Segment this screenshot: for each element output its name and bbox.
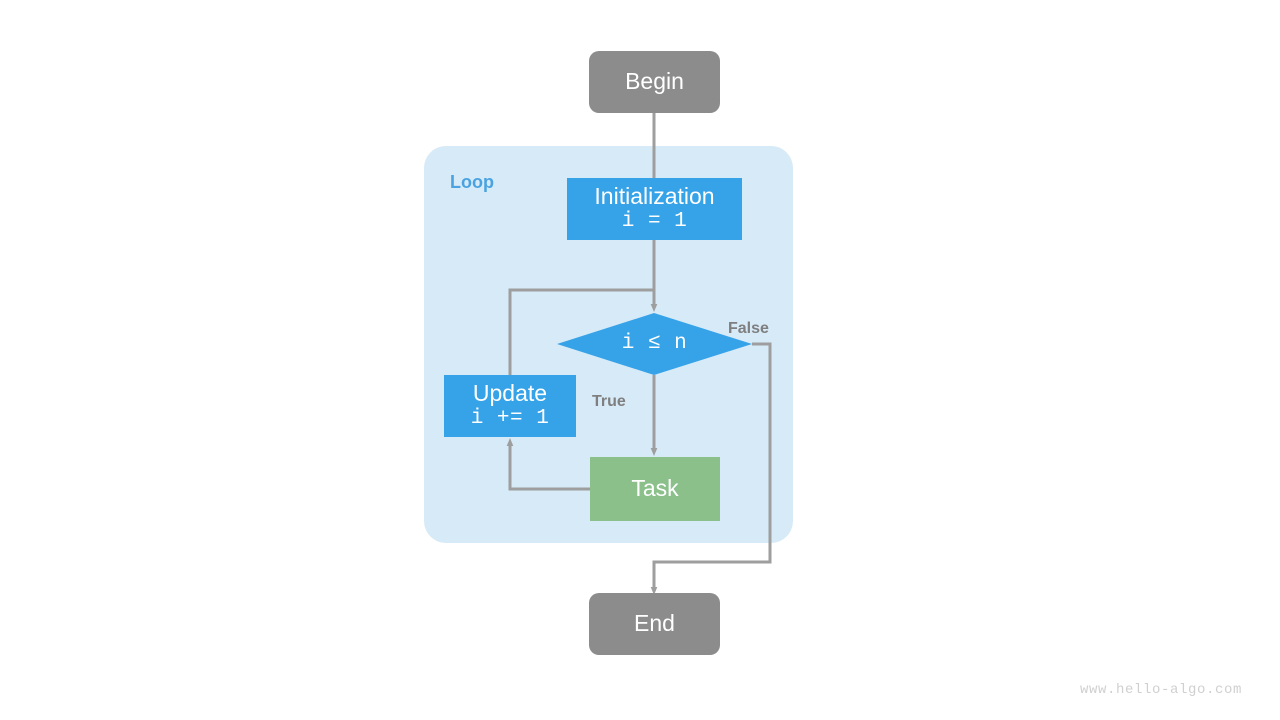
edge-label-true: True [592, 393, 626, 410]
node-initialization[interactable] [567, 178, 742, 240]
loop-group-label: Loop [450, 172, 494, 192]
edge-condition-to-end [650, 342, 772, 596]
node-end[interactable] [589, 593, 720, 655]
node-begin[interactable] [589, 51, 720, 113]
watermark-url: www.hello-algo.com [1079, 682, 1242, 698]
edge-update-to-condition [508, 288, 654, 375]
node-condition[interactable] [557, 313, 752, 375]
node-update[interactable] [444, 375, 576, 437]
edge-label-false: False [728, 320, 769, 337]
node-task[interactable] [590, 457, 720, 521]
edge-task-to-update [506, 437, 590, 491]
